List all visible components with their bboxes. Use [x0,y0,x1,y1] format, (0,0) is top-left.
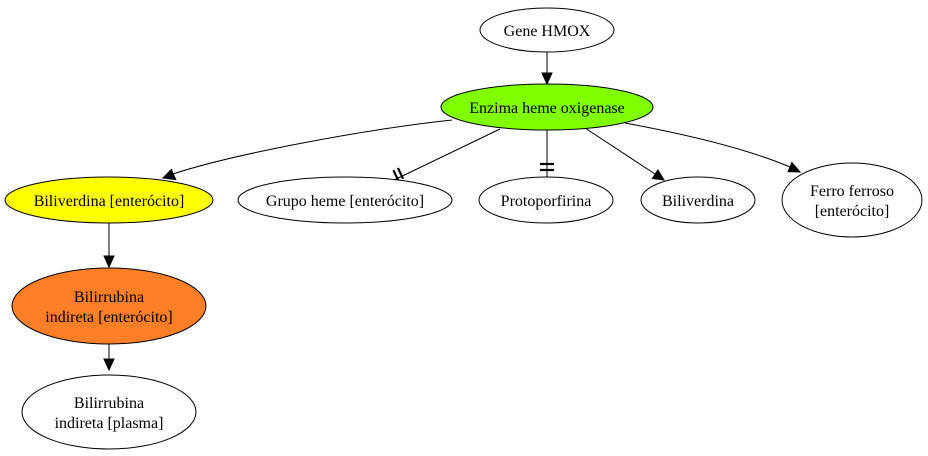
node-bilirrubina-enterocito-label-line1: Bilirrubina [74,289,144,306]
node-ferro-ferroso: Ferro ferroso [enterócito] [781,162,923,238]
edge-enzima-to-grupo-heme [391,128,501,182]
node-grupo-heme-label: Grupo heme [enterócito] [266,193,424,210]
node-bilirrubina-enterocito-shape [11,267,207,345]
edge-hmox-to-enzima [541,52,553,86]
edge-enzima-to-protoporfirina [540,130,554,180]
node-protoporfirina-label: Protoporfirina [501,193,592,210]
node-biliverdina-shape [640,176,756,224]
node-biliverdina-enterocito-label: Biliverdina [enterócito] [34,193,185,210]
nodes: Gene HMOX Enzima heme oxigenase Biliverd… [4,7,923,450]
node-enzima-shape [440,83,654,131]
edge-biliverdina-enterocito-to-bilirrubina-enterocito [103,223,115,269]
node-gene-hmox-label: Gene HMOX [504,23,591,40]
edges [103,52,802,372]
node-grupo-heme: Grupo heme [enterócito] [237,176,453,224]
node-protoporfirina-shape [478,176,614,224]
node-bilirrubina-plasma-label-line1: Bilirrubina [74,395,144,412]
edge-enzima-to-biliverdina-enterocito [161,119,453,181]
node-bilirrubina-enterocito-label-line2: indireta [enterócito] [45,309,173,326]
node-bilirrubina-plasma-shape [21,374,197,450]
node-ferro-shape [781,162,923,238]
edge-bilirrubina-enterocito-to-bilirrubina-plasma [103,344,115,372]
node-protoporfirina: Protoporfirina [478,176,614,224]
node-bilirrubina-enterocito: Bilirrubina indireta [enterócito] [11,267,207,345]
node-gene-hmox: Gene HMOX [479,7,615,53]
node-gene-hmox-shape [479,7,615,53]
node-biliverdina: Biliverdina [640,176,756,224]
edge-enzima-to-ferro [624,122,802,173]
node-biliverdina-label: Biliverdina [662,193,734,210]
node-biliverdina-enterocito: Biliverdina [enterócito] [4,176,214,224]
node-enzima-heme-oxigenase: Enzima heme oxigenase [440,83,654,131]
edge-enzima-to-biliverdina [584,127,665,181]
node-bilirrubina-plasma: Bilirrubina indireta [plasma] [21,374,197,450]
node-ferro-label-line2: [enterócito] [815,203,890,220]
node-grupo-heme-shape [237,176,453,224]
node-bilirrubina-plasma-label-line2: indireta [plasma] [55,415,164,432]
node-enzima-label: Enzima heme oxigenase [469,100,625,117]
node-ferro-label-line1: Ferro ferroso [810,183,894,200]
node-biliverdina-enterocito-shape [4,176,214,224]
